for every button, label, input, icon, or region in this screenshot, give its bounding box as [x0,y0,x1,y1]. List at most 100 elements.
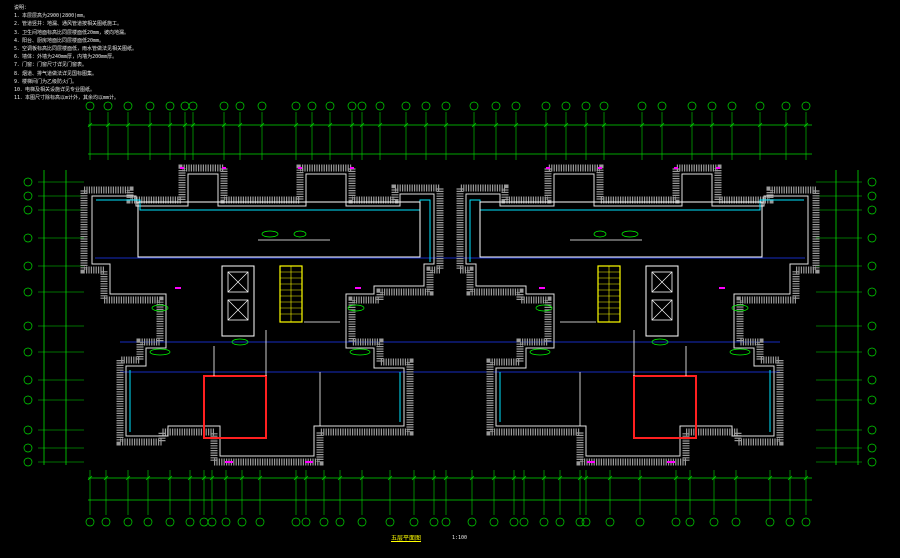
axis-bubble [23,233,33,243]
dimension-tick [187,475,193,481]
axis-bubble [509,517,519,527]
axis-bubble [23,205,33,215]
dimension-tick [337,475,343,481]
right-unit-elevator [645,265,679,337]
axis-bubble [291,101,301,111]
dimension-tick [687,475,693,481]
bottom-dimension-lines [88,477,812,501]
axis-bubble [519,517,529,527]
axis-bubble [357,101,367,111]
dimension-tick [167,122,173,128]
note-line: 3．卫生间地面标高比同层楼面低20mm，坡向地漏。 [14,29,130,36]
dimension-tick [167,475,173,481]
axis-bubble [123,101,133,111]
drawing-scale: 1:100 [452,535,468,541]
left-unit-living-room [137,201,421,258]
dimension-tick [637,475,643,481]
axis-bubble [581,101,591,111]
axis-bubble [23,287,33,297]
axis-bubble [165,101,175,111]
dimension-tick [729,122,735,128]
dimension-tick [443,475,449,481]
axis-bubble [785,517,795,527]
axis-bubble [867,347,877,357]
axis-bubble [687,101,697,111]
axis-bubble [165,517,175,527]
dimension-tick [733,475,739,481]
dimension-tick [190,122,196,128]
axis-bubble [867,261,877,271]
dimension-tick [767,475,773,481]
axis-bubble [235,101,245,111]
dimension-tick [541,475,547,481]
dimension-tick [709,122,715,128]
dimension-tick [443,122,449,128]
side-dimension-lines [43,170,859,465]
axis-bubble [867,375,877,385]
dimension-tick [105,122,111,128]
dimension-tick [321,475,327,481]
dimension-tick [783,122,789,128]
top-axis-bubbles [85,101,811,111]
note-line: 11．本图尺寸除标高以m计外，其余均以mm计。 [14,95,120,102]
axis-bubble [635,517,645,527]
dimension-tick [563,122,569,128]
dimension-tick [659,122,665,128]
dimension-tick [423,122,429,128]
axis-bubble [605,517,615,527]
axis-bubble [541,101,551,111]
dimension-tick [349,122,355,128]
dimension-tick [303,475,309,481]
axis-bubble [539,517,549,527]
axis-grid-lines [95,257,805,373]
axis-bubble [867,395,877,405]
axis-bubble [23,375,33,385]
dimension-tick [147,122,153,128]
dimension-tick [221,122,227,128]
axis-bubble [707,101,717,111]
dimension-tick [209,475,215,481]
dimension-tick [125,475,131,481]
bottom-dimension-ticks [87,470,809,515]
dimension-tick [309,122,315,128]
axis-bubble [575,517,585,527]
dimension-tick [493,122,499,128]
axis-bubble [555,517,565,527]
note-line: 2．管道竖井：地漏、通风管道按相关图纸施工。 [14,21,123,28]
right-unit [456,164,820,466]
note-line: 8．烟道、排气道做法详见国标图集。 [14,70,98,77]
axis-bubble [401,101,411,111]
axis-bubble [207,517,217,527]
dimension-tick [182,122,188,128]
dimension-tick [377,122,383,128]
axis-bubble [143,517,153,527]
dimension-tick [87,122,93,128]
axis-bubble [23,321,33,331]
dimension-tick [673,475,679,481]
axis-bubble [657,101,667,111]
dimension-tick [689,122,695,128]
left-unit-kitchen [203,375,267,439]
axis-bubble [301,517,311,527]
axis-bubble [23,177,33,187]
dimension-tick [327,122,333,128]
dimension-tick [469,475,475,481]
axis-bubble [867,177,877,187]
axis-bubble [731,517,741,527]
axis-bubble [307,101,317,111]
axis-bubble [237,517,247,527]
dimension-tick [491,475,497,481]
dimension-tick [201,475,207,481]
dimension-tick [223,475,229,481]
dimension-tick [513,122,519,128]
axis-bubble [385,517,395,527]
right-unit-outer-line [465,173,809,457]
dimension-tick [387,475,393,481]
dimension-tick [543,122,549,128]
axis-bubble [23,443,33,453]
axis-bubble [727,101,737,111]
dimension-tick [259,122,265,128]
right-unit-outer-wall [456,164,820,466]
axis-bubble [219,101,229,111]
